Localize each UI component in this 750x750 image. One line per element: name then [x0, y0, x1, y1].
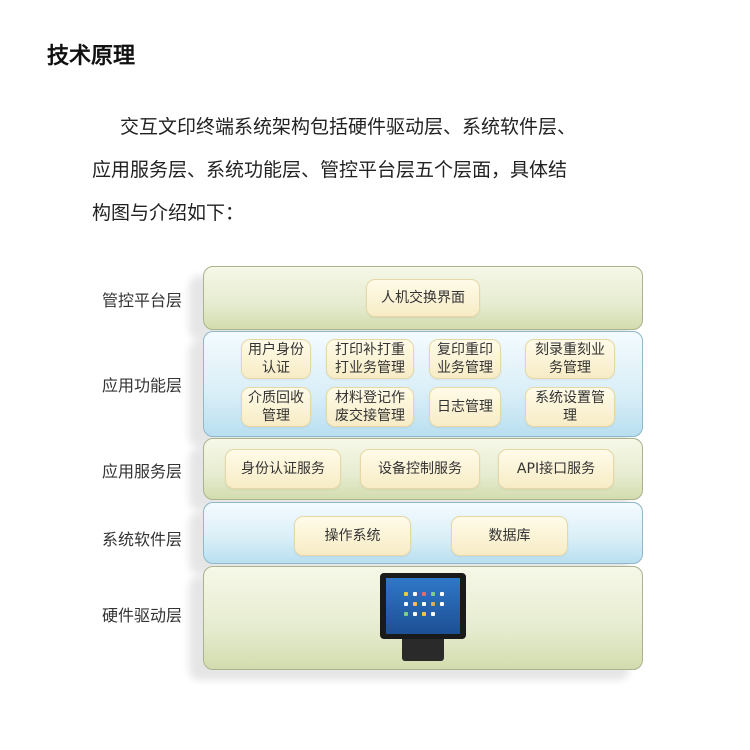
pill-line: 务管理: [549, 360, 591, 376]
app-tile: [404, 612, 408, 616]
pill-api-service: API接口服务: [498, 449, 614, 489]
pill-line: 打业务管理: [335, 360, 405, 376]
app-tile: [431, 612, 435, 616]
pill-log-management: 日志管理: [429, 387, 501, 427]
intro-line-3: 构图与介绍如下：: [92, 202, 245, 224]
pill-line: 废交接管理: [335, 408, 405, 424]
pill-database: 数据库: [451, 516, 568, 556]
terminal-frame: [380, 573, 466, 639]
layer-label-hardware-driver: 硬件驱动层: [102, 606, 183, 625]
terminal-screen: [386, 578, 460, 634]
pill-line: 认证: [262, 360, 290, 376]
pill-burn-management: 刻录重刻业务管理: [525, 339, 615, 379]
terminal-stand: [402, 639, 444, 661]
intro-line-1: 交互文印终端系统架构包括硬件驱动层、系统软件层、: [120, 116, 577, 138]
app-tile: [413, 612, 417, 616]
layer-label-system-software: 系统软件层: [102, 530, 183, 549]
pill-line: 刻录重刻业: [535, 342, 605, 358]
layer-label-application-function: 应用功能层: [102, 376, 183, 395]
pill-copy-management: 复印重印业务管理: [429, 339, 501, 379]
app-tile: [422, 592, 426, 596]
pill-line: 日志管理: [437, 399, 493, 415]
intro-paragraph: 交互文印终端系统架构包括硬件驱动层、系统软件层、 应用服务层、系统功能层、管控平…: [92, 106, 672, 235]
pill-media-recycle: 介质回收管理: [241, 387, 311, 427]
app-tile: [431, 602, 435, 606]
pill-hmi: 人机交换界面: [366, 279, 480, 317]
app-tile: [413, 592, 417, 596]
pill-line: 管理: [262, 408, 290, 424]
pill-line: 打印补打重: [335, 342, 405, 358]
layer-system-software: [203, 502, 643, 564]
app-tile: [431, 592, 435, 596]
layer-label-control-platform: 管控平台层: [102, 291, 183, 310]
pill-line: 业务管理: [437, 360, 493, 376]
pill-line: 介质回收: [248, 390, 304, 406]
app-tile: [404, 602, 408, 606]
pill-line: 用户身份: [248, 342, 304, 358]
app-tile: [404, 592, 408, 596]
pill-system-settings: 系统设置管理: [525, 387, 615, 427]
pill-line: 系统设置管: [535, 390, 605, 406]
pill-operating-system: 操作系统: [294, 516, 411, 556]
app-tile: [413, 602, 417, 606]
layer-label-application-service: 应用服务层: [102, 462, 183, 481]
pill-print-management: 打印补打重打业务管理: [326, 339, 414, 379]
pill-line: 复印重印: [437, 342, 493, 358]
kiosk-terminal-icon: [380, 573, 466, 661]
intro-line-2: 应用服务层、系统功能层、管控平台层五个层面，具体结: [92, 159, 568, 181]
app-tile: [440, 592, 444, 596]
app-tile: [440, 602, 444, 606]
pill-line: 理: [563, 408, 577, 424]
pill-user-auth: 用户身份认证: [241, 339, 311, 379]
pill-line: 材料登记作: [335, 390, 405, 406]
pill-device-control-service: 设备控制服务: [360, 449, 480, 489]
section-heading: 技术原理: [47, 44, 136, 69]
app-tile: [422, 612, 426, 616]
app-tile: [422, 602, 426, 606]
pill-identity-service: 身份认证服务: [225, 449, 341, 489]
pill-material-management: 材料登记作废交接管理: [326, 387, 414, 427]
